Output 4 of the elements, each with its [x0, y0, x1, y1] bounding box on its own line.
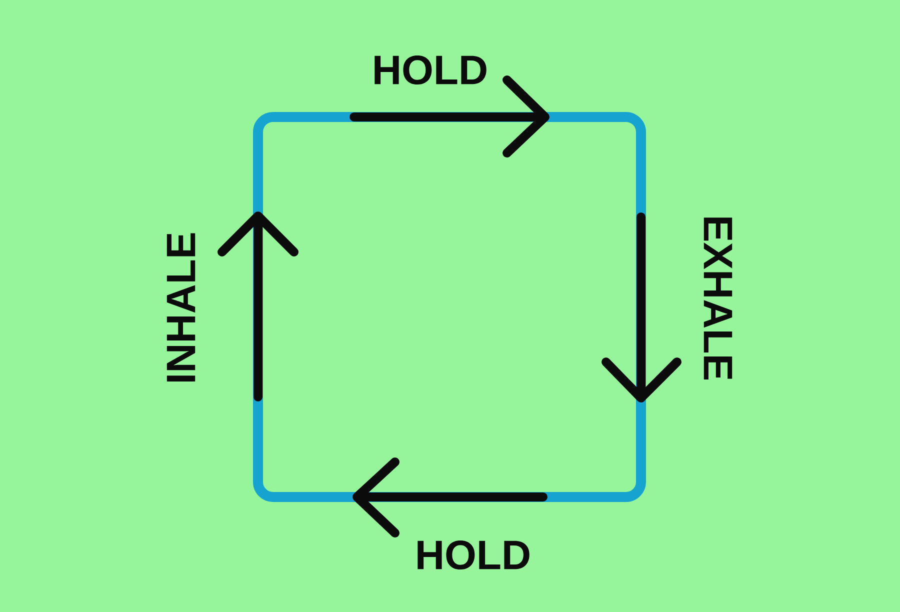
phase-label: HOLD — [418, 540, 530, 570]
phase-label: EXHALE — [704, 218, 732, 380]
phase-label: INHALE — [166, 233, 196, 382]
square-outline — [253, 112, 646, 502]
